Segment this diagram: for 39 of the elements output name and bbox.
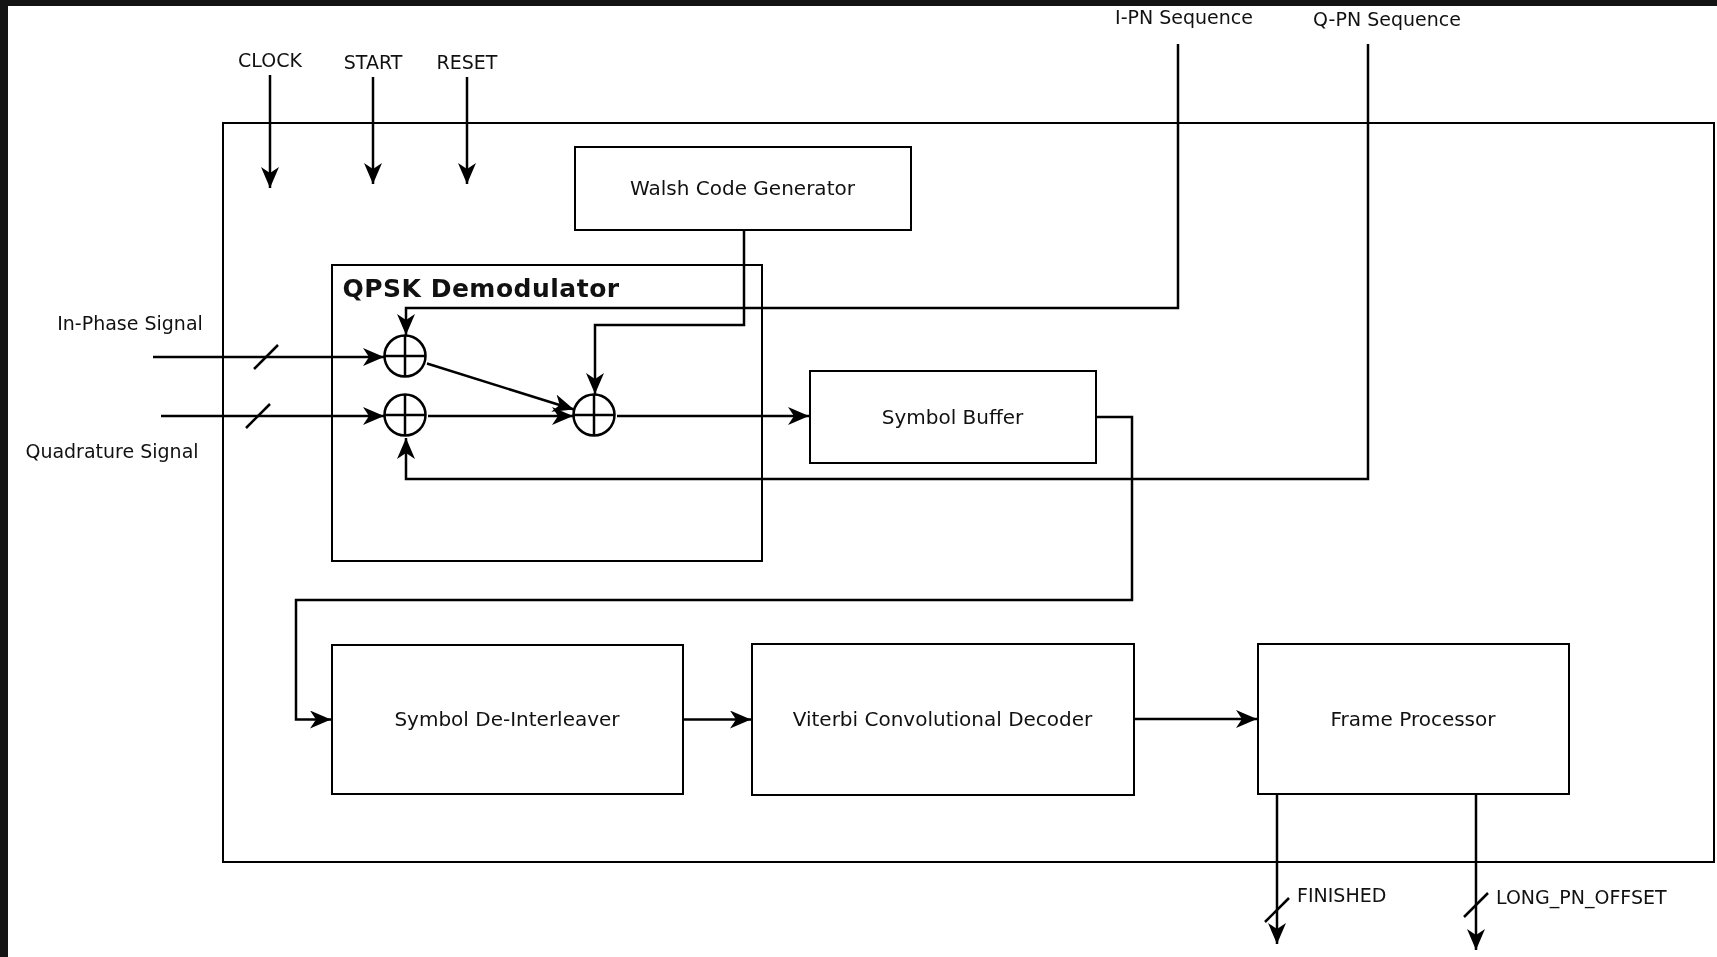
arrow (397, 44, 1180, 335)
adder-symbol (383, 393, 427, 437)
process-box (330, 643, 684, 795)
arrow (586, 231, 746, 394)
arrow (617, 407, 809, 425)
signal-label: Quadrature Signal (25, 440, 199, 462)
arrow (1268, 795, 1286, 944)
arrow (294, 415, 1134, 729)
adder-symbol (383, 334, 427, 378)
process-box (573, 145, 912, 231)
box-label: Frame Processor (1330, 706, 1496, 731)
process-box (808, 369, 1097, 464)
signal-label: START (343, 51, 403, 73)
signal-label: In-Phase Signal (57, 312, 203, 334)
arrow (1135, 710, 1257, 728)
arrow (684, 710, 751, 729)
adder-symbol (572, 393, 616, 437)
arrow (1467, 795, 1485, 950)
box-title: QPSK Demodulator (342, 273, 620, 303)
signal-label: RESET (436, 51, 498, 73)
box-label: Symbol Buffer (881, 404, 1024, 429)
process-box (750, 642, 1135, 796)
demodulator-box (330, 263, 763, 562)
signal-label: Q-PN Sequence (1313, 8, 1461, 30)
box-label: Viterbi Convolutional Decoder (792, 707, 1093, 731)
arrow (458, 77, 476, 184)
arrow (161, 407, 384, 425)
arrow (397, 44, 1370, 481)
arrow (153, 348, 384, 366)
process-box (1256, 642, 1570, 795)
signal-label: CLOCK (238, 49, 302, 71)
arrow (261, 75, 279, 188)
arrow (428, 407, 573, 425)
arrow (426, 362, 575, 412)
arrow (364, 77, 382, 184)
box-label: Walsh Code Generator (630, 176, 855, 200)
box-label: Symbol De-Interleaver (394, 707, 620, 731)
signal-label: I-PN Sequence (1115, 6, 1253, 28)
system-frame (222, 122, 1715, 863)
